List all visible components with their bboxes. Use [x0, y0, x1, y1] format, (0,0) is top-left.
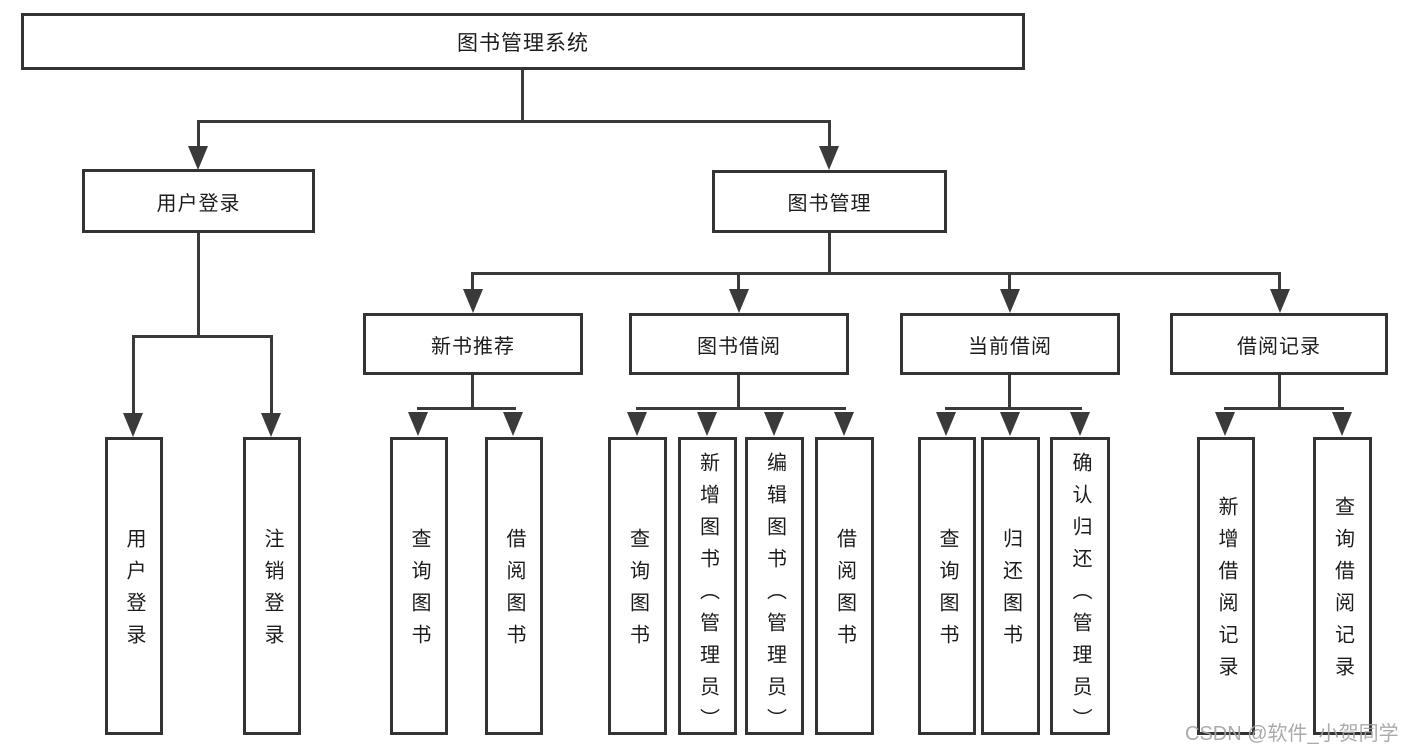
leaf-logout: 注销登录 — [243, 437, 301, 735]
connector-borrowing-records-crossbar — [1224, 407, 1344, 410]
leaf-label: 编辑图书（管理员） — [763, 452, 786, 740]
leaf-current-query-books: 查询图书 — [918, 437, 976, 735]
node-borrowing-records: 借阅记录 — [1170, 313, 1388, 375]
leaf-current-return-books: 归还图书 — [981, 437, 1040, 735]
arrow-icon — [261, 413, 281, 437]
arrow-icon — [1270, 289, 1290, 313]
connector-user-login-crossbar — [132, 335, 273, 338]
arrow-icon — [463, 289, 483, 313]
connector-book-borrowing-stem — [737, 375, 740, 410]
connector-root-crossbar — [197, 120, 831, 123]
connector-book-management-stem — [828, 233, 831, 275]
arrow-icon — [1000, 412, 1020, 436]
leaf-label: 归还图书 — [999, 528, 1022, 656]
connector-current-borrowing-crossbar — [945, 407, 1082, 410]
leaf-label: 确认归还（管理员） — [1069, 452, 1091, 740]
connector-drop-leaf-logout — [270, 335, 273, 415]
leaf-label: 注销登录 — [261, 528, 283, 656]
node-new-book-recommend: 新书推荐 — [363, 313, 583, 375]
arrow-icon — [188, 146, 208, 170]
leaf-newbooks-query-books: 查询图书 — [390, 437, 448, 735]
leaf-label: 新增借阅记录 — [1215, 496, 1237, 688]
leaf-label: 查询图书 — [626, 528, 649, 656]
connector-drop-user-login — [197, 120, 200, 148]
leaf-label: 借阅图书 — [503, 528, 525, 656]
leaf-borrowing-edit-books-admin: 编辑图书（管理员） — [745, 437, 804, 740]
arrow-icon — [729, 289, 749, 313]
node-root: 图书管理系统 — [21, 13, 1025, 70]
arrow-icon — [123, 413, 143, 437]
leaf-label: 用户登录 — [123, 528, 145, 656]
arrow-icon — [764, 412, 784, 436]
node-user-login: 用户登录 — [82, 169, 315, 233]
leaf-borrowing-borrow-books: 借阅图书 — [815, 437, 874, 735]
connector-new-book-recommend-stem — [471, 375, 474, 410]
leaf-user-login: 用户登录 — [105, 437, 163, 735]
arrow-icon — [503, 412, 523, 436]
leaf-current-confirm-return-admin: 确认归还（管理员） — [1050, 437, 1110, 740]
arrow-icon — [408, 412, 428, 436]
leaf-label: 查询图书 — [408, 528, 430, 656]
connector-drop-leaf-user-login — [132, 335, 135, 415]
connector-drop-book-management — [828, 120, 831, 148]
connector-book-borrowing-crossbar — [636, 407, 846, 410]
connector-drop-borrowing-records — [1278, 272, 1281, 291]
arrow-icon — [1215, 412, 1235, 436]
arrow-icon — [697, 412, 717, 436]
leaf-label: 借阅图书 — [833, 528, 856, 656]
leaf-records-add-record: 新增借阅记录 — [1197, 437, 1255, 735]
connector-current-borrowing-stem — [1008, 375, 1011, 410]
connector-borrowing-records-stem — [1278, 375, 1281, 410]
connector-new-book-recommend-crossbar — [417, 407, 516, 410]
leaf-newbooks-borrow-books: 借阅图书 — [485, 437, 543, 735]
leaf-borrowing-query-books: 查询图书 — [608, 437, 667, 735]
leaf-label: 查询图书 — [936, 528, 958, 656]
connector-root-stem — [521, 70, 524, 123]
csdn-watermark: CSDN @软件_小贺同学 — [1185, 723, 1399, 745]
leaf-borrowing-add-books-admin: 新增图书（管理员） — [678, 437, 737, 740]
node-book-borrowing: 图书借阅 — [629, 313, 849, 375]
connector-drop-new-book-recommend — [471, 272, 474, 291]
arrow-icon — [1070, 412, 1090, 436]
connector-user-login-stem — [197, 233, 200, 338]
leaf-records-query-record: 查询借阅记录 — [1313, 437, 1372, 735]
node-current-borrowing: 当前借阅 — [900, 313, 1120, 375]
arrow-icon — [834, 412, 854, 436]
arrow-icon — [819, 146, 839, 170]
leaf-label: 查询借阅记录 — [1331, 496, 1354, 688]
arrow-icon — [1332, 412, 1352, 436]
connector-book-management-crossbar — [471, 272, 1281, 275]
arrow-icon — [1000, 289, 1020, 313]
leaf-label: 新增图书（管理员） — [696, 452, 719, 740]
arrow-icon — [936, 412, 956, 436]
arrow-icon — [627, 412, 647, 436]
connector-drop-current-borrowing — [1008, 272, 1011, 291]
connector-drop-book-borrowing — [737, 272, 740, 291]
node-book-management: 图书管理 — [712, 170, 947, 233]
